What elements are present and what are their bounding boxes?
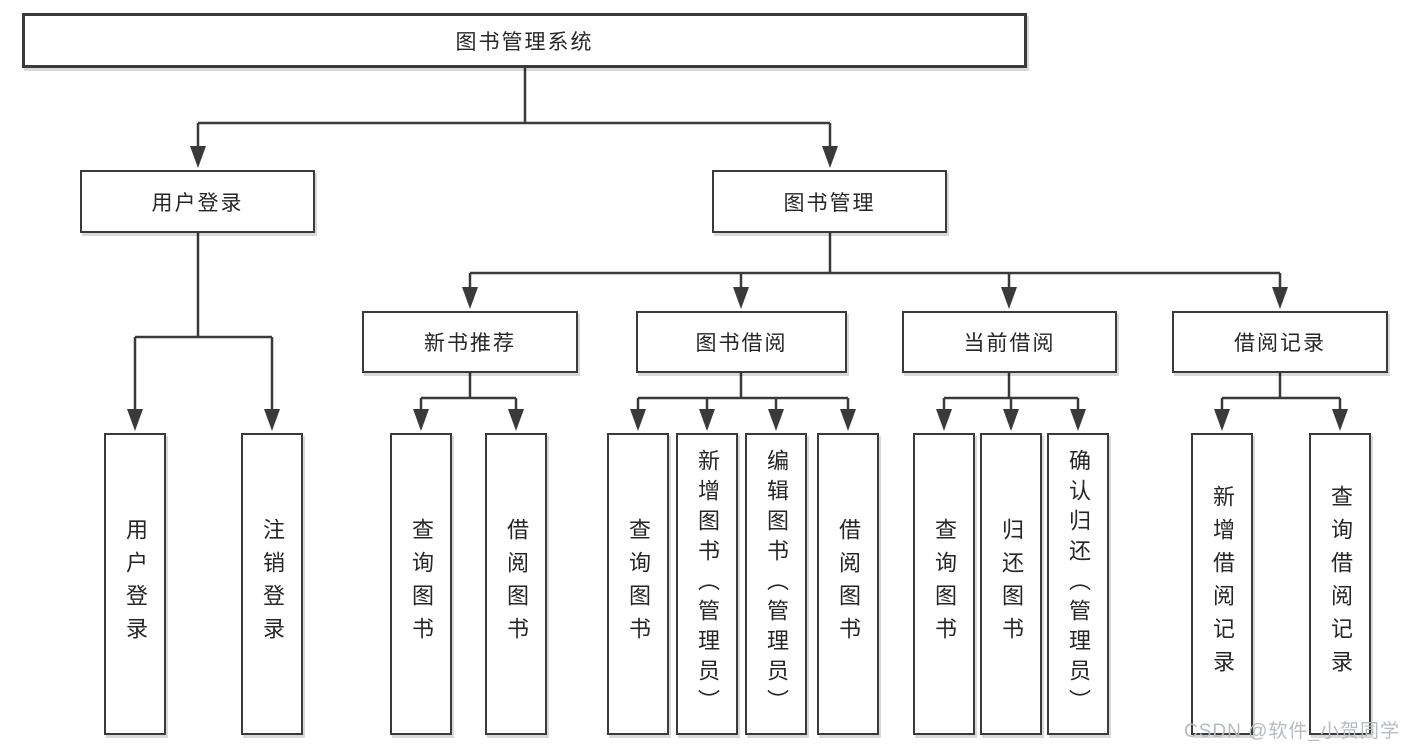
arrowheads xyxy=(127,146,1348,431)
leaf-search-books-borrowing: 查询图书 xyxy=(607,433,669,735)
node-current-borrowing: 当前借阅 xyxy=(902,311,1117,373)
node-label: 图书管理系统 xyxy=(455,30,594,54)
node-library-system: 图书管理系统 xyxy=(22,13,1027,68)
leaf-confirm-return-admin: 确认归还（管理员） xyxy=(1047,433,1109,735)
leaf-search-books-current: 查询图书 xyxy=(913,433,975,735)
node-new-book-recommend: 新书推荐 xyxy=(362,311,578,373)
leaf-user-login: 用户登录 xyxy=(104,433,166,735)
node-label: 借阅图书 xyxy=(836,518,861,650)
node-label: 确认归还（管理员） xyxy=(1066,449,1091,719)
node-label: 当前借阅 xyxy=(963,332,1056,355)
node-label: 新增图书（管理员） xyxy=(695,449,720,719)
leaf-logout-login: 注销登录 xyxy=(241,433,303,735)
node-label: 编辑图书（管理员） xyxy=(764,449,789,719)
node-label: 查询图书 xyxy=(626,518,651,650)
node-label: 查询借阅记录 xyxy=(1328,485,1353,683)
node-label: 归还图书 xyxy=(999,518,1024,650)
node-book-borrowing: 图书借阅 xyxy=(636,311,847,373)
node-label: 查询图书 xyxy=(409,518,434,650)
node-label: 注销登录 xyxy=(260,518,285,650)
leaf-add-borrow-record: 新增借阅记录 xyxy=(1191,433,1253,735)
node-label: 查询图书 xyxy=(932,518,957,650)
node-label: 图书管理 xyxy=(783,191,876,215)
leaf-return-books: 归还图书 xyxy=(980,433,1042,735)
leaf-search-borrow-record: 查询借阅记录 xyxy=(1309,433,1371,735)
leaf-edit-books-admin: 编辑图书（管理员） xyxy=(745,433,807,735)
watermark: CSDN @软件_小贺同学 xyxy=(1184,721,1400,742)
leaf-add-books-admin: 新增图书（管理员） xyxy=(676,433,738,735)
node-user-login: 用户登录 xyxy=(80,170,315,233)
node-label: 借阅记录 xyxy=(1234,332,1326,355)
node-label: 用户登录 xyxy=(123,518,148,650)
leaf-search-books-recommend: 查询图书 xyxy=(390,433,452,735)
node-borrow-records: 借阅记录 xyxy=(1172,311,1388,373)
node-book-management: 图书管理 xyxy=(712,170,947,233)
node-label: 用户登录 xyxy=(151,191,244,215)
leaf-borrow-books: 借阅图书 xyxy=(817,433,879,735)
node-label: 图书借阅 xyxy=(695,332,788,355)
node-label: 借阅图书 xyxy=(504,518,529,650)
node-label: 新增借阅记录 xyxy=(1210,485,1235,683)
leaf-borrow-books-recommend: 借阅图书 xyxy=(485,433,547,735)
node-label: 新书推荐 xyxy=(424,332,516,355)
connector-paths xyxy=(133,68,1342,413)
